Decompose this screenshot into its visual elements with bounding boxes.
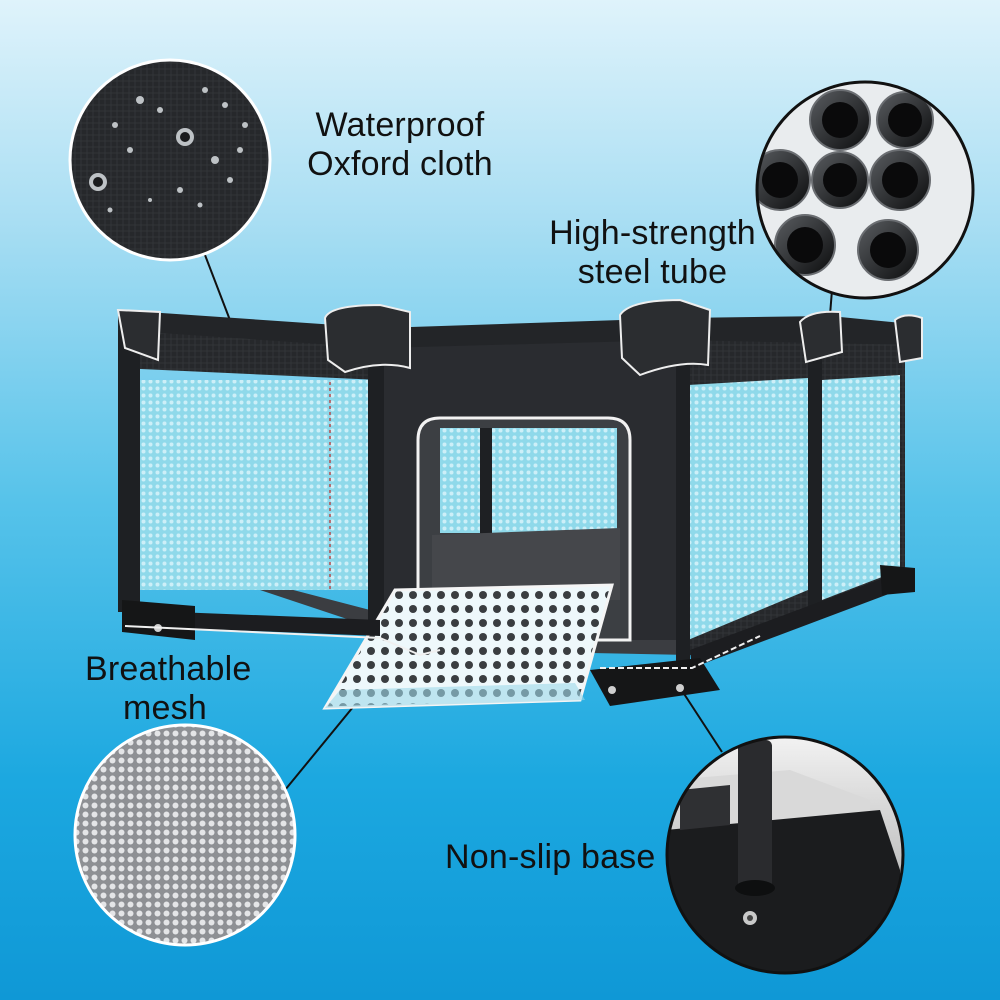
waterproof-line1: Waterproof xyxy=(315,106,485,144)
steel-tubes-ring xyxy=(755,80,975,300)
mesh-ring xyxy=(73,723,297,947)
steel-line2: steel tube xyxy=(577,253,728,291)
playpen xyxy=(116,298,923,710)
oxford-cloth-closeup xyxy=(70,60,270,260)
steel-line1: High-strength xyxy=(549,214,756,252)
base-line1: Non-slip base xyxy=(445,838,656,876)
base-closeup xyxy=(667,737,903,973)
mesh-closeup xyxy=(75,725,295,945)
waterproof-line2: Oxford cloth xyxy=(307,145,493,183)
steel-tube-label: High-strength steel tube xyxy=(540,214,765,292)
steel-tubes-closeup xyxy=(757,82,973,298)
non-slip-base-label: Non-slip base xyxy=(445,838,690,877)
waterproof-oxford-cloth-label: Waterproof Oxford cloth xyxy=(300,106,500,184)
breathable-mesh-label: Breathable mesh xyxy=(85,650,252,728)
oxford-cloth-ring xyxy=(68,58,272,262)
base-ring xyxy=(665,735,905,975)
mesh-line1: Breathable xyxy=(85,650,252,688)
mesh-line2: mesh xyxy=(123,689,207,727)
